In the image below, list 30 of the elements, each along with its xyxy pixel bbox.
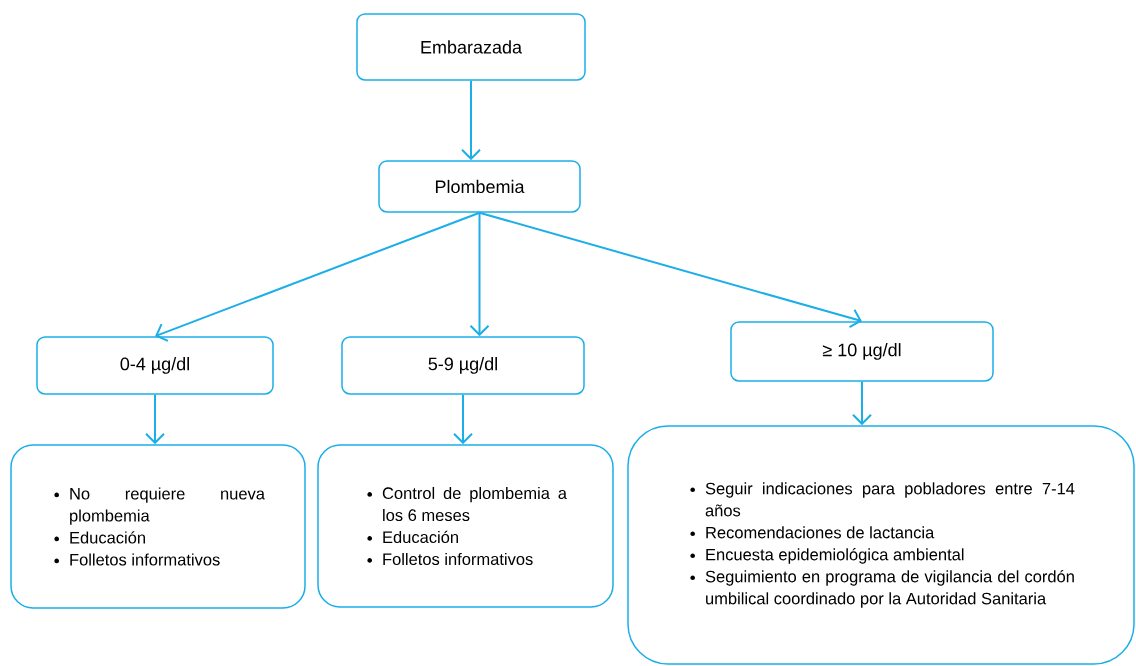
arrow <box>469 211 490 337</box>
arrow <box>478 211 862 329</box>
list-box <box>10 444 306 609</box>
process-box <box>730 321 994 382</box>
box-label: Plombemia <box>435 179 525 194</box>
process-box <box>36 336 274 395</box>
bullet-item: Control de plombemia a los 6 meses <box>382 486 567 522</box>
list-box <box>317 444 614 608</box>
process-box <box>378 160 581 213</box>
bullet-item: Folletos informativos <box>70 553 220 566</box>
arrow <box>453 393 473 445</box>
box-label: 5-9 µg/dl <box>428 357 497 374</box>
bullet-item: Seguimiento en programa de vigilancia del cordón umbilical coordinado por la Autoridad Sanitaria <box>705 570 1074 608</box>
arrow <box>145 393 165 445</box>
bullet-item: No requiere nueva plombemia <box>70 487 265 525</box>
bullet-item: Recomendaciones de lactancia <box>706 526 935 539</box>
arrow <box>155 211 481 342</box>
box-label: 0-4 µg/dl <box>120 357 189 374</box>
bullet-item: Encuesta epidemiológica ambiental <box>706 548 964 564</box>
arrow <box>461 79 481 161</box>
list-box <box>627 425 1135 665</box>
box-label: ≥ 10 µg/dl <box>822 343 901 360</box>
bullet-item: Educación <box>70 531 145 544</box>
bullet-item: Folletos informativos <box>383 552 533 566</box>
process-box <box>356 13 586 81</box>
bullet-item: Educación <box>383 530 458 544</box>
bullet-item: Seguir indicaciones para pobladores entre 7-14 años <box>705 482 1075 517</box>
process-box <box>341 336 585 395</box>
box-label: Embarazada <box>421 40 522 54</box>
arrow <box>852 380 872 426</box>
